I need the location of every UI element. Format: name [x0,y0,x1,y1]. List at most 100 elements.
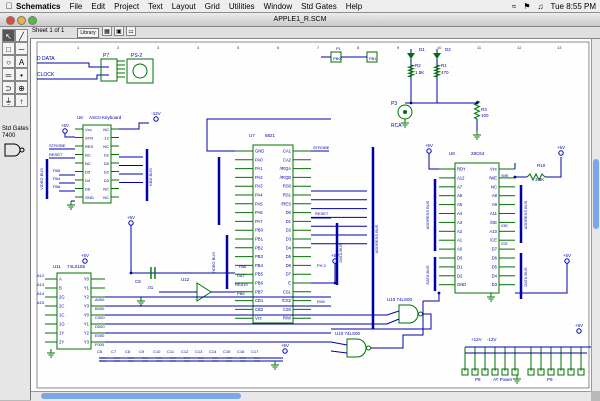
power-tool-icon[interactable]: ↑ [15,94,28,107]
grid-dot [155,67,156,68]
app-menu[interactable]: Schematics [16,1,61,11]
menu-project[interactable]: Project [114,1,140,11]
grid-dot [227,179,228,180]
grid-dot [403,83,404,84]
menu-grid[interactable]: Grid [204,1,220,11]
grid-dot [51,307,52,308]
schematic-canvas[interactable]: 1234567891011121314D DATACLOCKP7PS-2PB0P… [31,39,591,391]
u7-pin-label: PB5 [255,272,264,277]
grid-dot [283,203,284,204]
ground-tool-icon[interactable]: ⏚ [2,94,15,107]
grid-dot [107,131,108,132]
grid-dot [91,227,92,228]
grid-dot [107,99,108,100]
power-pin-box [501,368,509,376]
grid-dot [355,155,356,156]
grid-dot [491,387,492,388]
label-ph2: PH 2 [317,263,327,268]
grid-dot [163,235,164,236]
schematic-drawing[interactable]: 1234567891011121314D DATACLOCKP7PS-2PB0P… [31,39,591,391]
grid-dot [347,163,348,164]
menu-utilities[interactable]: Utilities [228,1,255,11]
grid-dot [371,347,372,348]
vertical-scroll-thumb[interactable] [593,159,599,229]
bus-tool-icon[interactable]: ═ [2,68,15,81]
grid-dot [203,283,204,284]
clock[interactable]: Tue 8:55 PM [550,1,596,11]
grid-dot [51,219,52,220]
vertical-scrollbar[interactable] [591,39,600,391]
grid-dot [427,67,428,68]
junction-tool-icon[interactable]: • [15,68,28,81]
minimize-button[interactable] [17,16,26,25]
menu-std-gates[interactable]: Std Gates [301,1,337,11]
volume-icon[interactable]: ♫ [537,1,544,11]
grid-dot [555,267,556,268]
grid-dot [411,43,412,44]
grid-dot [315,195,316,196]
menu-window[interactable]: Window [263,1,293,11]
zoom-tool-icon[interactable]: ⊕ [15,81,28,94]
grid-dot [507,363,508,364]
nand-gate-icon[interactable] [3,143,27,157]
gate-tool-icon[interactable]: ⊃ [2,81,15,94]
menu-file[interactable]: File [69,1,83,11]
grid-dot [283,363,284,364]
arrow-tool-icon[interactable]: ↖ [2,29,15,42]
apple-menu-icon[interactable]:  [2,1,16,11]
horizontal-scrollbar[interactable] [31,391,591,401]
grid-dot [147,283,148,284]
library-button[interactable]: Library [77,28,99,38]
circle-tool-icon[interactable]: ○ [2,55,15,68]
wifi-icon[interactable]: ≈ [511,1,517,11]
grid-dot [331,203,332,204]
flag-icon[interactable]: ⚑ [523,1,531,11]
line-tool-icon[interactable]: ─ [15,42,28,55]
grid-dot [587,187,588,188]
grid-dot [531,75,532,76]
grid-dot [51,115,52,116]
horizontal-scroll-thumb[interactable] [41,393,241,399]
grid-dot [507,259,508,260]
grid-dot [411,139,412,140]
grid-dot [347,107,348,108]
grid-dot [219,91,220,92]
grid-dot [147,99,148,100]
grid-dot [219,243,220,244]
grid-dot [435,91,436,92]
wire-tool-icon[interactable]: ╱ [15,29,28,42]
grid-dot [355,219,356,220]
grid-dot [539,259,540,260]
window-title: APPLE1_R.SCM [273,16,327,23]
grid-dot [147,203,148,204]
grid-dot [227,139,228,140]
grid-dot [43,307,44,308]
menu-layout[interactable]: Layout [171,1,196,11]
library-tool-icon[interactable]: ▦ [102,26,112,36]
grid-dot [323,371,324,372]
grid-dot [171,99,172,100]
grid-dot [131,67,132,68]
grid-dot [267,195,268,196]
menu-edit[interactable]: Edit [91,1,106,11]
grid-dot [203,51,204,52]
text-tool-icon[interactable]: A [15,55,28,68]
grid-dot [563,195,564,196]
zoom-button[interactable] [28,16,37,25]
grid-dot [123,307,124,308]
grid-dot [587,107,588,108]
close-button[interactable] [6,16,15,25]
part-tool-icon[interactable]: ⚏ [126,26,136,36]
menu-help[interactable]: Help [345,1,363,11]
menu-text[interactable]: Text [148,1,163,11]
rect-tool-icon[interactable]: □ [2,42,15,55]
grid-dot [355,163,356,164]
grid-dot [107,379,108,380]
ps2-circle [132,63,148,79]
grid-dot [555,155,556,156]
grid-dot [211,363,212,364]
grid-dot [483,315,484,316]
grid-dot [427,363,428,364]
grid-tool-icon[interactable]: ▣ [114,26,124,36]
grid-dot [531,107,532,108]
